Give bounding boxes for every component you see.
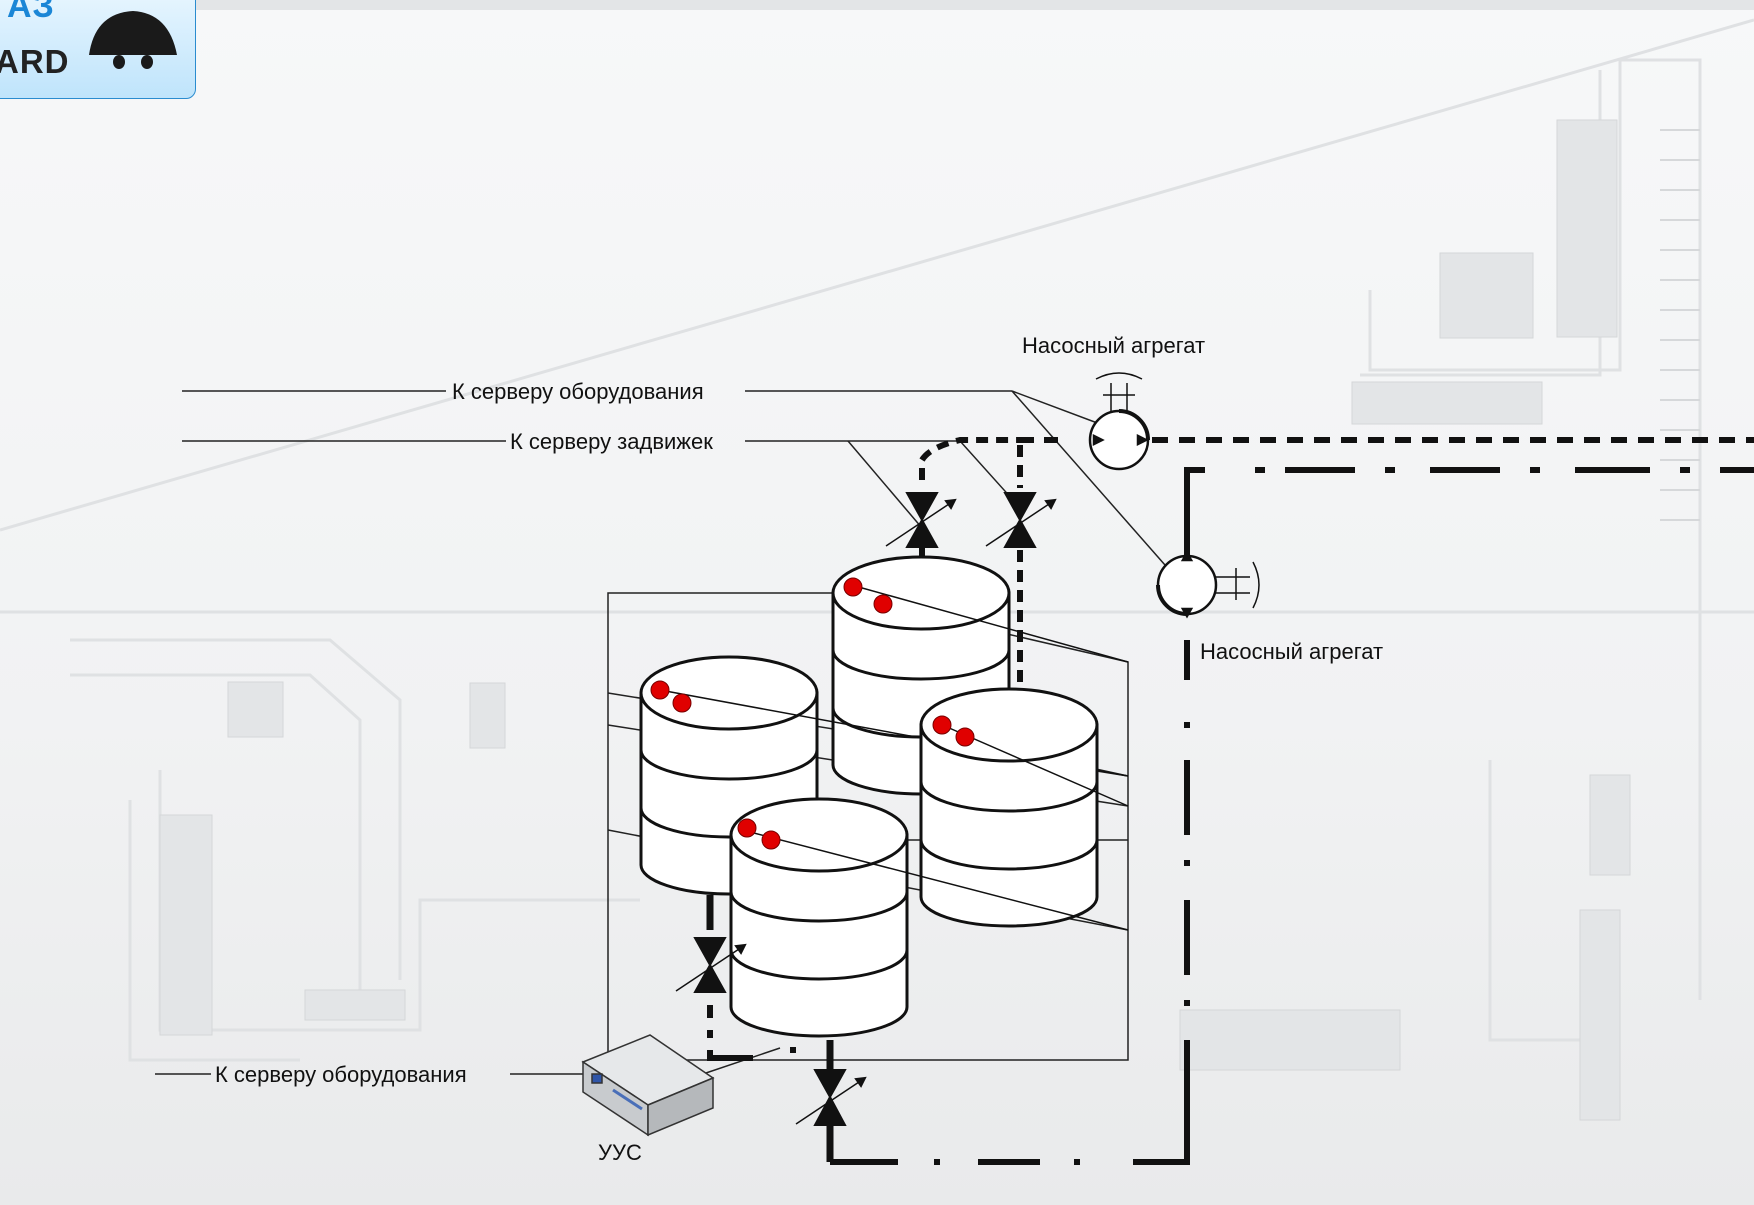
valve-4 <box>795 1069 867 1126</box>
sensor-dot <box>737 818 757 838</box>
tank-3 <box>919 687 1129 928</box>
control-device-box <box>581 1034 715 1137</box>
label-control-device: УУС <box>598 1140 642 1165</box>
valve-3 <box>675 937 747 993</box>
sensor-dot <box>672 693 692 713</box>
sensor-dot <box>761 830 781 850</box>
sensor-dot <box>955 727 975 747</box>
pump-unit-right <box>1156 550 1260 619</box>
valves <box>675 492 1057 1126</box>
labels: К серверу оборудования К серверу задвиже… <box>215 333 1383 1165</box>
label-pump-unit-right: Насосный агрегат <box>1200 639 1383 664</box>
pump-unit-top <box>1088 372 1150 471</box>
label-to-equipment-server-top: К серверу оборудования <box>452 379 704 404</box>
label-pump-unit-top: Насосный агрегат <box>1022 333 1205 358</box>
company-logo: АЗ ARD <box>0 0 196 99</box>
label-to-equipment-server-bottom: К серверу оборудования <box>215 1062 467 1087</box>
logo-text-bottom: ARD <box>0 43 70 80</box>
sensor-dot <box>932 715 952 735</box>
level-sensors <box>650 577 975 850</box>
valve-1 <box>885 492 957 548</box>
label-to-valve-server: К серверу задвижек <box>510 429 713 454</box>
pipelines <box>706 437 1754 1165</box>
storage-tanks <box>639 555 1129 1038</box>
sensor-dot <box>873 594 893 614</box>
valve-2 <box>985 492 1057 548</box>
sensor-dot <box>843 577 863 597</box>
pump-units <box>1088 372 1260 619</box>
tank-4 <box>729 797 1129 1038</box>
logo-helmet-icon <box>89 11 177 69</box>
sensor-dot <box>650 680 670 700</box>
logo-text-top: АЗ <box>7 0 55 25</box>
